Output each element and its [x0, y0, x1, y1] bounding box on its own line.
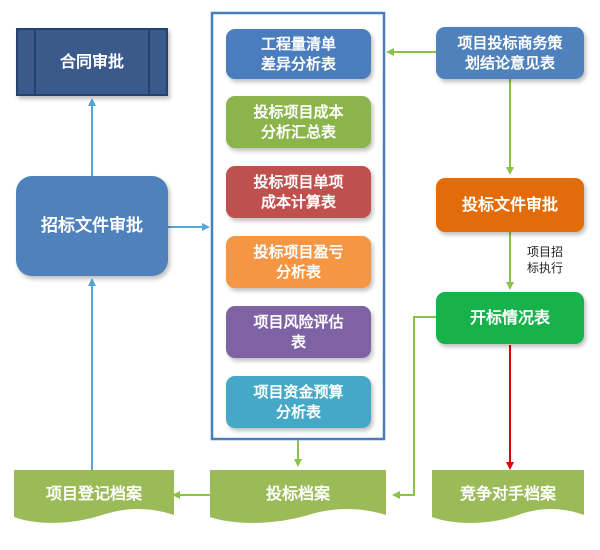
- contract-review-label: 合同审批: [59, 52, 124, 72]
- strategy-opinion-box[interactable]: 项目投标商务策 划结论意见表: [436, 27, 584, 79]
- report-label: 投标项目成本 分析汇总表: [253, 102, 344, 141]
- bid-opening-box[interactable]: 开标情况表: [436, 292, 584, 344]
- report-cost-summary[interactable]: 投标项目成本 分析汇总表: [226, 96, 371, 148]
- registration-archive-label[interactable]: 项目登记档案: [45, 484, 142, 503]
- contract-review-side-right: [148, 30, 150, 94]
- reports-frame: [210, 11, 386, 441]
- bid-doc-review-box[interactable]: 投标文件审批: [436, 178, 584, 232]
- report-quantity-diff[interactable]: 工程量清单 差异分析表: [226, 29, 371, 79]
- report-risk-assessment[interactable]: 项目风险评估 表: [226, 306, 371, 358]
- report-label: 投标项目盈亏 分析表: [253, 242, 344, 281]
- report-unit-cost[interactable]: 投标项目单项 成本计算表: [226, 166, 371, 218]
- doc-shape-bid-archive: [210, 470, 386, 523]
- report-label: 项目风险评估 表: [253, 312, 344, 351]
- bid-opening-label: 开标情况表: [469, 308, 550, 328]
- contract-review-box[interactable]: 合同审批: [16, 28, 168, 96]
- contract-review-side-left: [34, 30, 36, 94]
- tender-review-label: 招标文件审批: [41, 215, 143, 236]
- strategy-opinion-label: 项目投标商务策 划结论意见表: [457, 33, 563, 72]
- doc-shape-competitor: [432, 470, 584, 523]
- bid-archive-label[interactable]: 投标档案: [265, 484, 330, 503]
- competitor-archive-label[interactable]: 竞争对手档案: [459, 484, 556, 503]
- report-label: 投标项目单项 成本计算表: [253, 172, 344, 211]
- tender-review-box[interactable]: 招标文件审批: [16, 176, 168, 276]
- report-label: 项目资金预算 分析表: [253, 382, 344, 421]
- report-label: 工程量清单 差异分析表: [260, 34, 336, 73]
- bid-doc-review-label: 投标文件审批: [461, 195, 558, 215]
- report-fund-budget[interactable]: 项目资金预算 分析表: [226, 376, 371, 428]
- bid-execution-note: 项目招 标执行: [526, 245, 563, 275]
- doc-shape-registration: [14, 470, 174, 523]
- report-profit-loss[interactable]: 投标项目盈亏 分析表: [226, 236, 371, 288]
- arrow-opening-to-bid-archive: [392, 316, 436, 499]
